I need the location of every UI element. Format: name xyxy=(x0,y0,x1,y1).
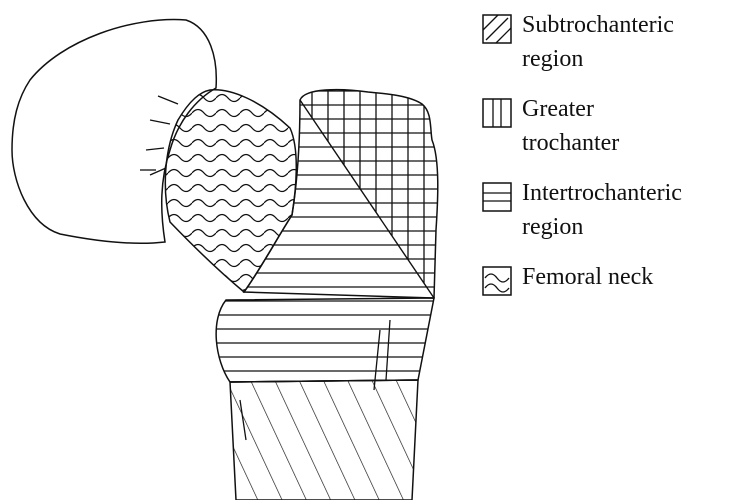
legend-label-line2: region xyxy=(522,46,583,72)
legend: Subtrochanteric region Greater trochante… xyxy=(482,8,737,300)
legend-label-line1: Intertrochanteric xyxy=(522,180,682,206)
diagonal-hatch-swatch-icon xyxy=(482,14,512,44)
legend-item-greater-trochanter: Greater trochanter xyxy=(482,92,737,176)
legend-item-intertrochanteric: Intertrochanteric region xyxy=(482,176,737,260)
legend-label-line2: region xyxy=(522,214,583,240)
legend-item-femoral-neck: Femoral neck xyxy=(482,260,737,300)
subtrochanteric-region xyxy=(230,380,418,500)
legend-label-line1: Greater xyxy=(522,96,594,122)
legend-label: Intertrochanteric region xyxy=(522,176,737,244)
intertrochanteric-lower-band xyxy=(216,298,434,382)
legend-label: Greater trochanter xyxy=(522,92,737,160)
legend-label: Femoral neck xyxy=(522,260,737,294)
legend-label-line1: Femoral neck xyxy=(522,264,653,290)
vertical-hatch-swatch-icon xyxy=(482,98,512,128)
horizontal-hatch-swatch-icon xyxy=(482,182,512,212)
legend-label-line2: trochanter xyxy=(522,130,619,156)
legend-label: Subtrochanteric region xyxy=(522,8,737,76)
wavy-hatch-swatch-icon xyxy=(482,266,512,296)
legend-item-subtrochanteric: Subtrochanteric region xyxy=(482,8,737,92)
legend-label-line1: Subtrochanteric xyxy=(522,12,674,38)
